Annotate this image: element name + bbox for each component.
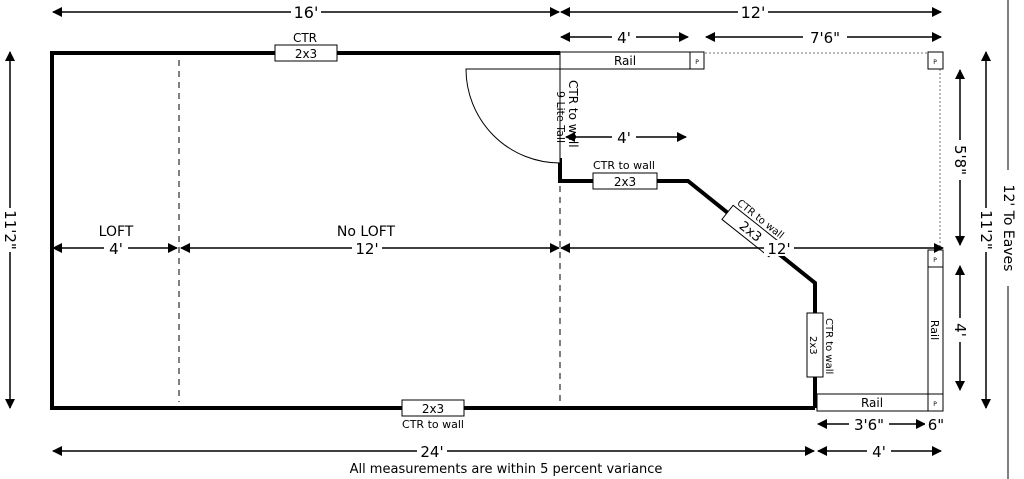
inner-ctr-label: CTR to wall [593,159,655,172]
dim-loft: 4' [109,240,123,258]
dim-rail-top: 4' [617,29,631,47]
dim-right-total: 11'2" [977,210,995,250]
dim-bottom-total: 24' [420,443,443,461]
dim-top-right: 12' [741,3,766,22]
top-rail-label: Rail [614,54,636,68]
side-stud-box [806,312,824,378]
dim-door-offset: 4' [617,129,631,147]
right-rail-post-top-label: P [933,257,937,264]
dim-left-total: 11'2" [1,210,19,250]
bottom-stud-label: 2x3 [422,402,444,416]
walls [50,51,817,410]
inner-stud-label: 2x3 [614,175,636,189]
dim-right-lower: 4' [951,323,969,337]
door-swing-arc [465,68,561,164]
corner-post-top-right-label: P [933,59,937,66]
open-porch-outline [705,52,941,250]
zone-loft-label: LOFT [99,224,134,240]
dim-bottom-right: 4' [872,443,886,461]
inner-angled-wall [558,158,817,408]
right-rail-post-bottom-label: P [933,401,937,408]
bottom-ctr-label: CTR to wall [402,418,464,431]
dim-right-upper: 5'8" [951,145,969,175]
zone-no-loft-label: No LOFT [337,224,396,240]
side-stud-label: 2x3 [807,336,818,355]
top-stud-label: 2x3 [295,47,317,61]
dim-top-left: 16' [294,3,319,22]
dim-no-loft: 12' [355,240,378,258]
right-rail-label: Rail [928,320,941,340]
dim-top-open: 7'6" [810,29,840,47]
bottom-rail [816,393,929,412]
top-stud-box [274,44,338,62]
corner-post-top-right [927,51,944,70]
dim-eaves: 12' To Eaves [1000,185,1016,272]
dim-bottom-post: 6" [928,416,944,434]
side-ctr-label: CTR to wall [823,318,834,374]
top-ctr-label: CTR [293,31,317,45]
outer-wall [50,51,815,410]
dim-right-mid: 12' [767,240,790,258]
door-ctr-label: CTR to wall [566,80,580,148]
door-type-label: 9 Lite Tall [554,91,567,143]
variance-note: All measurements are within 5 percent va… [350,462,663,477]
bottom-stud-box [401,399,465,417]
inner-stud-box [592,172,658,190]
dim-bottom-rail: 3'6" [854,416,884,434]
top-rail-post [689,51,705,70]
dimension-labels: 16' 12' 4' 7'6" 4' 5'8" 11'2" 4' 11'2" 1… [1,3,1016,461]
top-rail-post-label: P [695,59,699,66]
bottom-rail-label: Rail [861,396,883,410]
zone-dividers [178,60,561,402]
